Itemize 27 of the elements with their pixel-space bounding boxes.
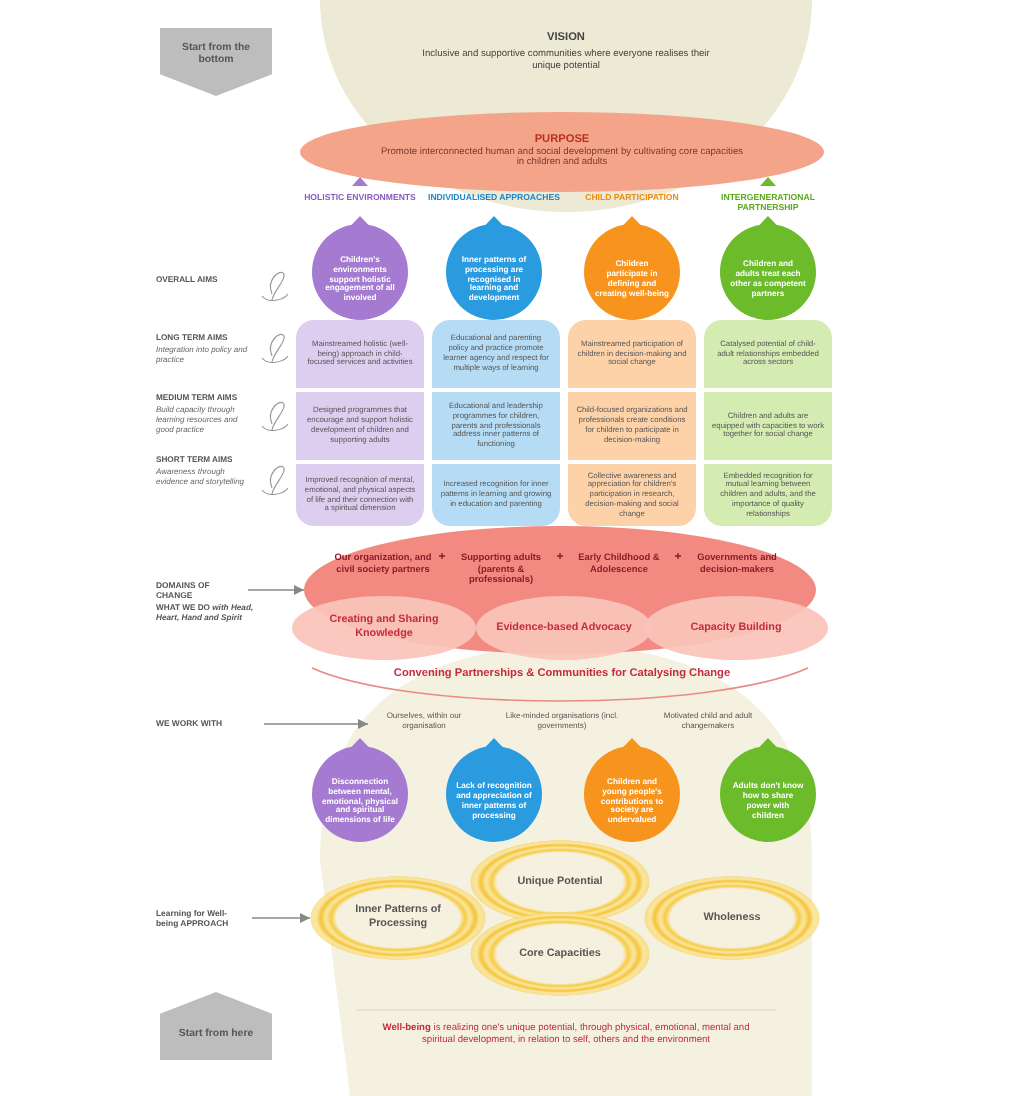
aim-cell — [432, 320, 560, 388]
aim-circle — [720, 216, 816, 320]
aim-cell — [296, 462, 424, 526]
start-sign — [160, 28, 272, 96]
aim-cell — [432, 390, 560, 460]
start-sign — [160, 992, 272, 1060]
aim-cell — [568, 320, 696, 388]
arrow — [247, 585, 305, 595]
aim-circle — [720, 738, 816, 842]
aim-circle — [584, 216, 680, 320]
aim-cell — [432, 462, 560, 526]
activity-ellipse — [644, 596, 828, 660]
aim-cell — [568, 390, 696, 460]
activity-ellipse — [292, 596, 476, 660]
aim-cell — [704, 390, 832, 460]
aim-circle — [312, 738, 408, 842]
arrow — [263, 719, 369, 729]
aim-circle — [312, 216, 408, 320]
aim-circle — [446, 738, 542, 842]
arrow — [251, 913, 311, 923]
aim-cell — [704, 320, 832, 388]
aim-circle — [584, 738, 680, 842]
aim-circle — [446, 216, 542, 320]
aim-cell — [704, 462, 832, 526]
aim-cell — [296, 320, 424, 388]
aim-cell — [296, 390, 424, 460]
aim-cell — [568, 462, 696, 526]
